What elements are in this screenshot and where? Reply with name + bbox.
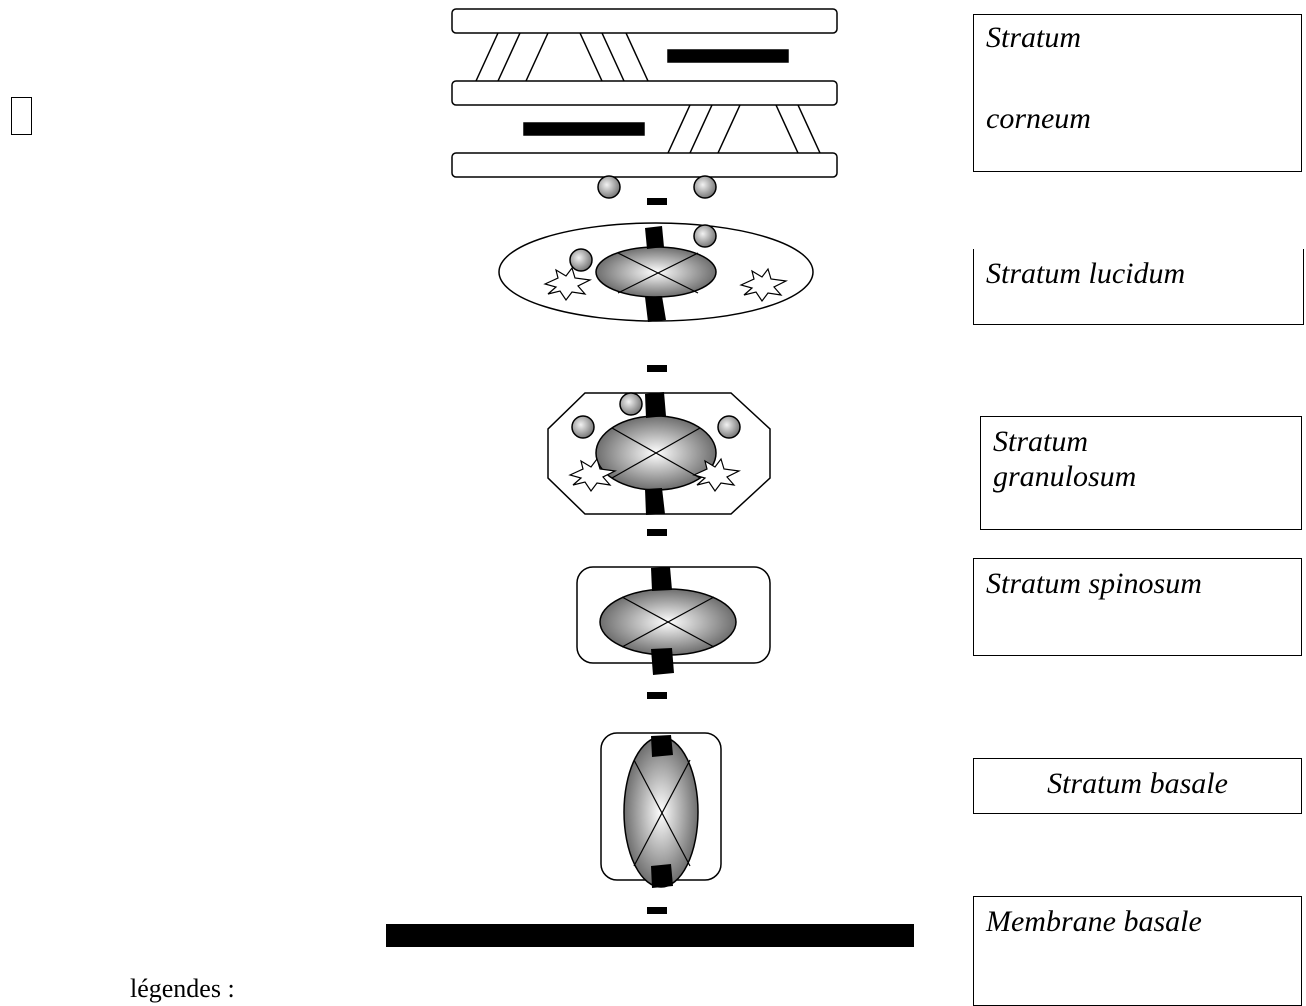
corneum-plate <box>451 152 838 178</box>
basement-membrane <box>386 924 914 947</box>
keratin-fibres <box>475 32 821 154</box>
empty-square-icon <box>11 97 32 135</box>
label-basale-text: Stratum basale <box>1047 767 1228 800</box>
starburst-icon <box>739 267 789 303</box>
label-stratum-granulosum: Stratum granulosum <box>980 416 1302 530</box>
corneum-bar <box>523 122 645 136</box>
desmosome-dashes <box>647 198 667 914</box>
label-stratum-basale: Stratum basale <box>973 758 1302 814</box>
label-stratum-lucidum: Stratum lucidum <box>973 249 1304 325</box>
corneum-layer <box>451 8 838 178</box>
label-granulosum-line2: granulosum <box>993 459 1137 493</box>
label-stratum-spinosum: Stratum spinosum <box>973 558 1302 656</box>
label-corneum-line2: corneum <box>986 101 1091 135</box>
corneum-plate <box>451 80 838 106</box>
basale-cell <box>600 732 722 888</box>
starburst-icon <box>543 266 593 302</box>
label-membrane-basale: Membrane basale <box>973 896 1302 1006</box>
granules-top <box>597 175 717 199</box>
starburst-icon <box>568 457 618 493</box>
label-corneum-line1: Stratum <box>986 21 1082 54</box>
corneum-bar <box>667 49 789 63</box>
granulosum-cell <box>547 392 771 515</box>
corneum-plate <box>451 8 838 34</box>
starburst-icon <box>692 457 742 493</box>
label-spinosum-text: Stratum spinosum <box>986 567 1202 600</box>
spinosum-cell <box>576 566 771 675</box>
lucidum-cell <box>498 222 814 322</box>
label-stratum-corneum: Stratum corneum <box>973 14 1302 172</box>
label-lucidum-text: Stratum lucidum <box>986 257 1186 290</box>
label-membrane-text: Membrane basale <box>986 905 1202 938</box>
label-granulosum-line1: Stratum <box>993 425 1089 458</box>
legend-title: légendes : <box>130 974 235 1003</box>
